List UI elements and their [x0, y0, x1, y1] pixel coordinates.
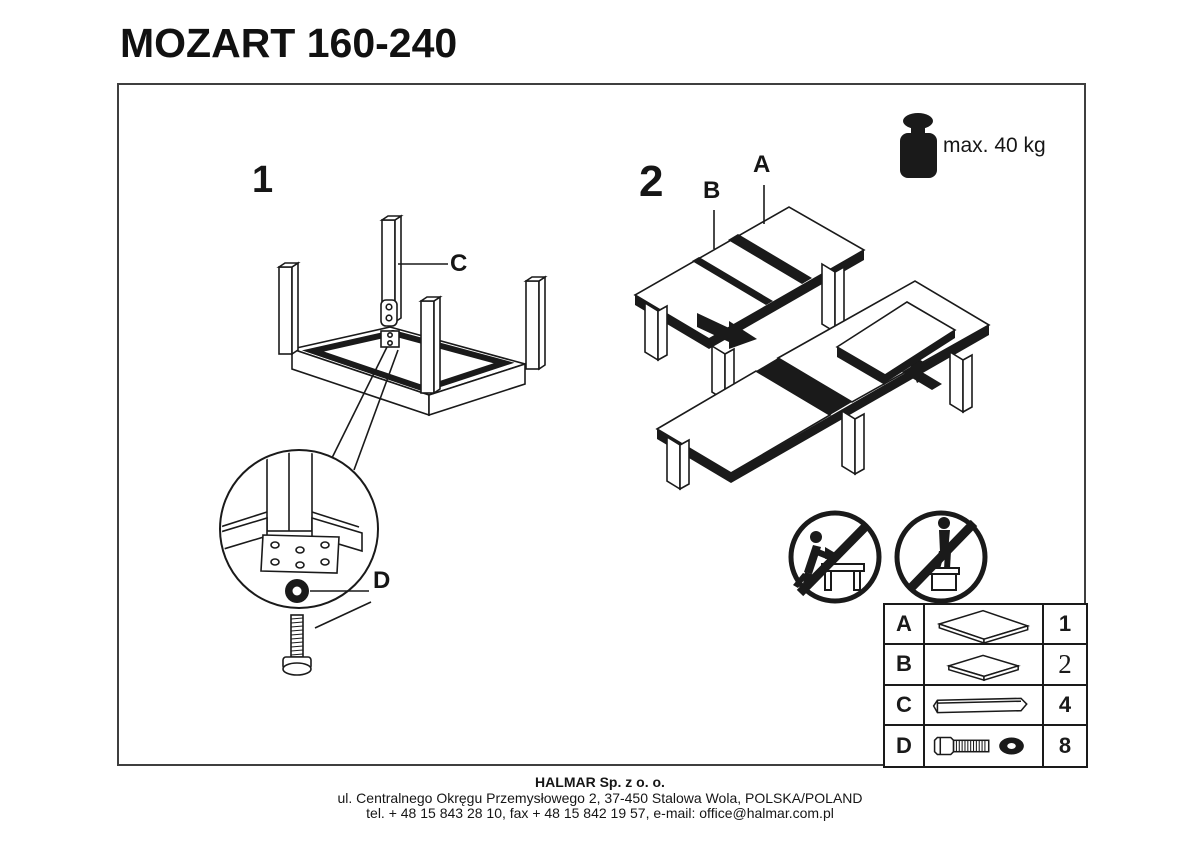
- parts-list-table: A 1 B 2 C 4 D: [883, 603, 1088, 768]
- table-leg: [523, 275, 548, 371]
- assembly-artwork: [219, 113, 991, 676]
- weight-limit-label: max. 40 kg: [943, 134, 1046, 157]
- part-letter: D: [885, 725, 925, 766]
- step2-diagram: [633, 185, 991, 491]
- washer-icon: [285, 579, 309, 603]
- no-leaning-on-table-icon: [788, 510, 882, 604]
- step1-number: 1: [252, 159, 274, 201]
- callout-a: A: [753, 151, 771, 178]
- table-leg: [276, 261, 301, 356]
- magnifier-detail: [219, 449, 379, 609]
- footer: HALMAR Sp. z o. o. ul. Centralnego Okręg…: [0, 774, 1200, 822]
- insert-leaf-arrow: [697, 313, 757, 349]
- company-name: HALMAR Sp. z o. o.: [535, 774, 665, 790]
- callout-d: D: [373, 567, 391, 594]
- part-qty: 1: [1044, 605, 1086, 646]
- diagram-frame: 1 2 A B C D max. 40 kg A 1 B 2 C: [117, 83, 1088, 768]
- bolt-icon: [282, 614, 312, 676]
- part-letter: C: [885, 685, 925, 726]
- no-standing-on-table-icon: [894, 510, 988, 604]
- company-contact: tel. + 48 15 843 28 10, fax + 48 15 842 …: [366, 805, 834, 821]
- extension-leaf-icon: [925, 645, 1044, 686]
- tabletop-panel-icon: [925, 605, 1044, 646]
- step2-number: 2: [639, 157, 664, 206]
- callout-c: C: [450, 250, 468, 277]
- part-letter: B: [885, 645, 925, 686]
- table-with-leaf-open: [655, 280, 991, 491]
- part-qty: 4: [1044, 686, 1086, 726]
- table-leg: [418, 295, 443, 395]
- page-title: MOZART 160-240: [120, 20, 458, 66]
- company-address: ul. Centralnego Okręgu Przemysłowego 2, …: [337, 789, 863, 806]
- table-leg-icon: [925, 685, 1044, 726]
- extended-table: [633, 206, 866, 402]
- part-qty: 2: [1044, 645, 1086, 686]
- step1-diagram: [219, 214, 548, 676]
- bolt-washer-icon: [925, 725, 1044, 766]
- part-qty: 8: [1058, 732, 1072, 758]
- callout-b: B: [703, 177, 721, 204]
- corner-plate: [380, 330, 400, 348]
- part-letter: A: [885, 605, 925, 646]
- table-leg-c: [379, 214, 404, 327]
- weight-icon: [900, 113, 937, 178]
